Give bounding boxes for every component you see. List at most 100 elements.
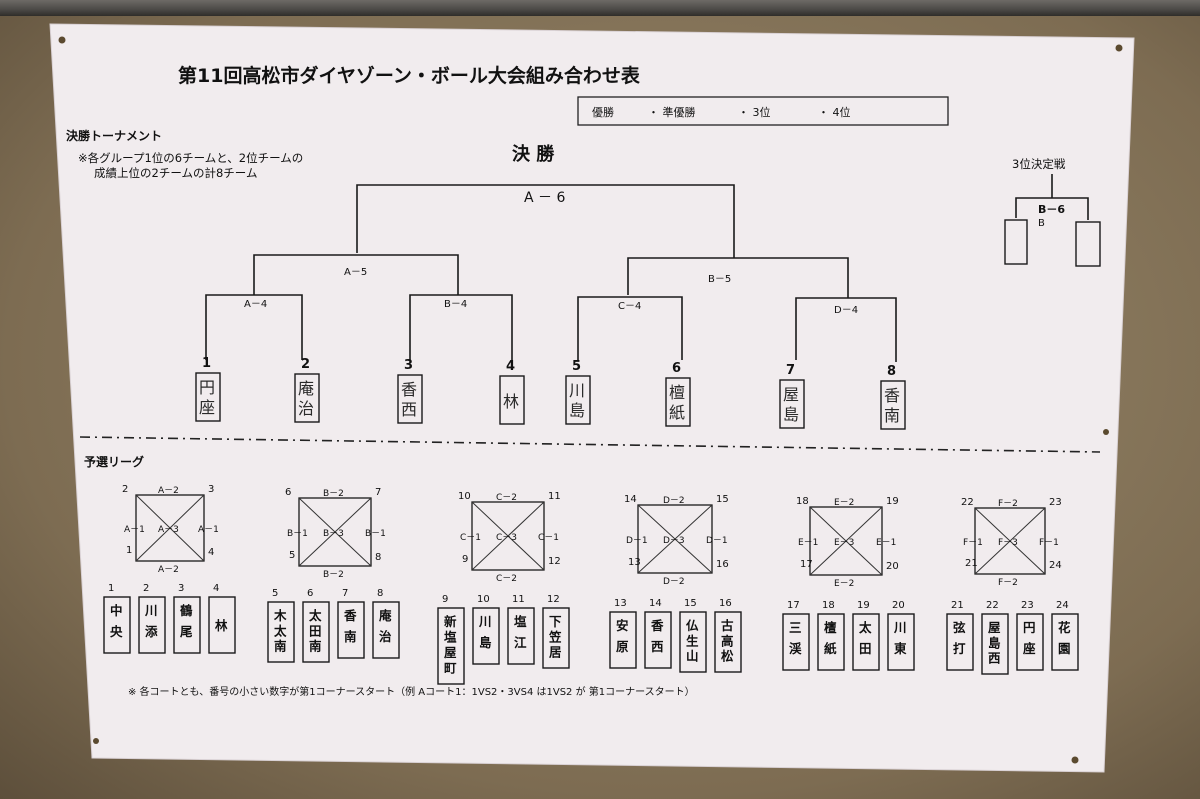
- league-corner-number: 20: [886, 561, 899, 572]
- finals-section-label: 決勝トーナメント: [66, 128, 162, 143]
- league-team-number: 5: [272, 588, 278, 599]
- league-code-top: A－2: [158, 486, 179, 496]
- league-team-box: [267, 601, 295, 663]
- league-team-number: 21: [951, 600, 964, 611]
- results-item: ・ 準優勝: [648, 105, 696, 119]
- league-code-left: E－1: [798, 538, 818, 548]
- league-team-name-char: 太: [309, 608, 322, 623]
- league-corner-number: 1: [126, 545, 132, 556]
- league-team-box: [372, 601, 400, 659]
- league-team-name-char: 中: [110, 603, 123, 618]
- league-team-number: 16: [719, 598, 732, 609]
- league-team-number: 1: [108, 583, 114, 594]
- final-team-box-frame: [397, 374, 423, 424]
- final-team-box: 香南: [880, 380, 906, 430]
- finals-note-line2: 成績上位の2チームの計8チーム: [94, 166, 257, 180]
- final-team-box: 屋島: [779, 379, 805, 429]
- league-code-right: F－1: [1039, 538, 1059, 548]
- pin-icon: [1103, 429, 1109, 435]
- final-team-box: 林: [499, 375, 525, 425]
- league-team-number: 19: [857, 600, 870, 611]
- footnote: ※ 各コートとも、番号の小さい数字が第1コーナースタート（例 Aコート1：1VS…: [128, 685, 695, 698]
- final-team-name-char: 西: [401, 400, 417, 419]
- league-corner-number: 10: [458, 491, 471, 502]
- final-team-box-frame: [195, 372, 221, 422]
- league-team-name-char: 木: [273, 608, 287, 623]
- final-team-boxes: 円座庵治香西林川島檀紙屋島香南: [195, 372, 906, 430]
- league-team-name-char: 塩: [514, 614, 527, 629]
- results-item: 優勝: [592, 105, 614, 119]
- seed-number: 8: [887, 364, 896, 379]
- third-place-box-right: [1075, 221, 1101, 267]
- league-team-box: [609, 611, 637, 669]
- league-team-name-char: 南: [309, 639, 322, 654]
- results-item: ・ 3位: [738, 105, 771, 119]
- seed-number: 3: [404, 358, 413, 373]
- league-team-name-char: 高: [721, 633, 734, 648]
- league-team-name-char: 円: [1023, 620, 1036, 635]
- league-code-right: A－1: [198, 525, 219, 535]
- league-grid: [135, 494, 205, 562]
- league-team-number: 23: [1021, 600, 1034, 611]
- league-team-name-char: 島: [988, 635, 1001, 650]
- league-code-center: B－3: [323, 529, 344, 539]
- league-team-number: 10: [477, 594, 490, 605]
- league-code-right: B－1: [365, 529, 386, 539]
- league-team-name-char: 治: [379, 629, 392, 644]
- league-team-name-char: 江: [514, 635, 527, 650]
- quarterfinal-code: D－4: [834, 305, 858, 316]
- league-team-box: [507, 607, 535, 665]
- league-team-name-char: 庵: [379, 608, 392, 623]
- final-team-name-char: 円: [199, 378, 215, 397]
- league-grid: [637, 504, 713, 574]
- quarterfinal-code: B－4: [444, 299, 467, 310]
- poster-paper: [49, 23, 1135, 773]
- league-team-name-char: 松: [721, 649, 734, 664]
- league-corner-number: 9: [462, 554, 468, 565]
- league-diagonal: [809, 506, 883, 576]
- league-team-number: 2: [143, 583, 149, 594]
- league-corner-number: 5: [289, 550, 295, 561]
- final-team-box-frame: [665, 377, 691, 427]
- league-code-left: F－1: [963, 538, 983, 548]
- league-team-box: [103, 596, 131, 654]
- league-code-center: C－3: [496, 533, 517, 543]
- league-team-name-char: 紙: [824, 641, 837, 656]
- league-corner-number: 12: [548, 556, 561, 567]
- league-team-box: [302, 601, 330, 663]
- league-team-number: 24: [1056, 600, 1069, 611]
- final-team-name-char: 屋: [783, 385, 799, 404]
- league-team-name-char: 仏: [686, 618, 699, 633]
- league-corner-number: 4: [208, 547, 214, 558]
- league-code-bottom: B－2: [323, 570, 344, 580]
- league-team-box: [946, 613, 974, 671]
- league-team-name-char: 安: [616, 618, 629, 633]
- league-team-name-char: 鶴: [180, 603, 193, 618]
- league-team-number: 20: [892, 600, 905, 611]
- finals-note-line1: ※各グループ1位の6チームと、2位チームの: [78, 151, 303, 165]
- league-team-number: 9: [442, 594, 448, 605]
- league-team-number: 3: [178, 583, 184, 594]
- league-team-number: 12: [547, 594, 560, 605]
- league-grid: [974, 507, 1046, 575]
- league-team-name-char: 尾: [180, 624, 193, 639]
- league-team-box: [472, 607, 500, 665]
- final-team-name-char: 座: [199, 398, 215, 417]
- league-team-box: [542, 607, 570, 669]
- league-team-name-char: 西: [651, 639, 664, 654]
- league-team-number: 17: [787, 600, 800, 611]
- league-team-name-char: 古: [721, 618, 734, 633]
- league-team-name-char: 田: [309, 623, 322, 638]
- league-code-left: C－1: [460, 533, 481, 543]
- picture-rail: [0, 0, 1200, 16]
- pin-icon: [1071, 756, 1079, 764]
- league-team-name-char: 原: [616, 639, 629, 654]
- league-corner-number: 15: [716, 494, 729, 505]
- league-team-box: [887, 613, 915, 671]
- league-code-center: A－3: [158, 525, 179, 535]
- league-diagonal: [471, 501, 545, 571]
